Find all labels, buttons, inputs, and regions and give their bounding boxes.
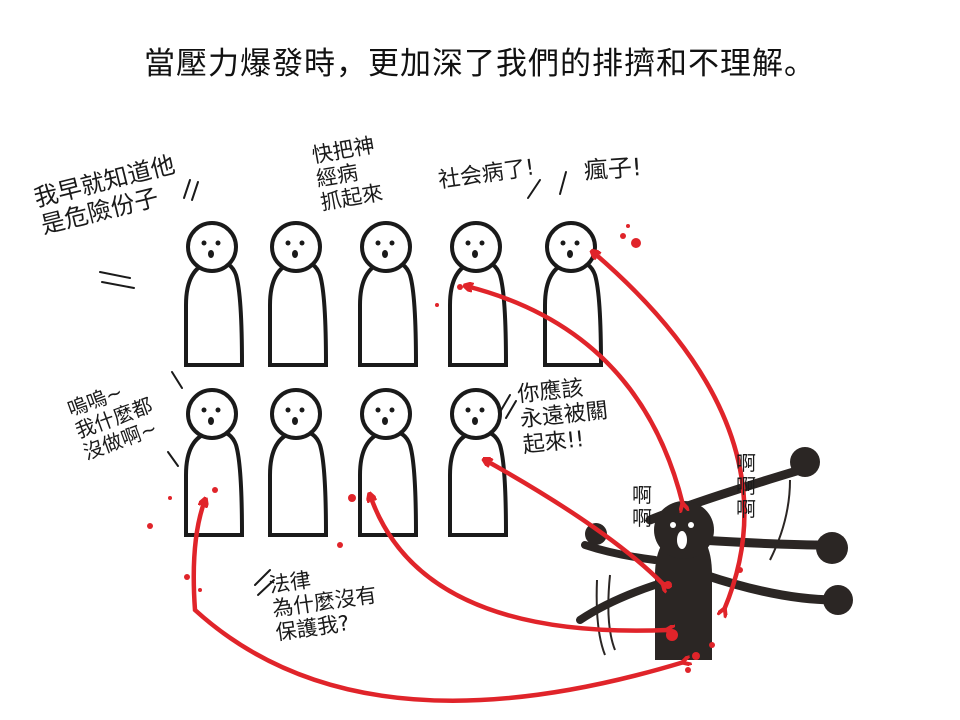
victim-figure — [576, 447, 853, 660]
figure-top-5 — [543, 221, 604, 367]
figure-bottom-1 — [184, 388, 245, 537]
figure-top-2 — [268, 221, 329, 367]
speech-scream-2: 啊 啊 啊 — [736, 451, 756, 521]
red-arrows — [191, 252, 747, 703]
figure-bottom-4 — [448, 388, 509, 537]
speech-strokes — [99, 171, 567, 596]
speech-bottom-law: 法律 為什麼沒有 保護我? — [267, 567, 379, 646]
speech-scream-1: 啊 啊 — [632, 483, 652, 530]
figure-bottom-3 — [358, 388, 419, 537]
speech-top-mid: 快把神 經病 抓起來 — [310, 133, 385, 216]
figure-top-3 — [358, 221, 419, 367]
page-title: 當壓力爆發時，更加深了我們的排擠和不理解。 — [144, 46, 816, 82]
figure-top-1 — [184, 221, 245, 367]
speech-right-lock: 你應該 永遠被關 起來!! — [516, 375, 610, 458]
speech-crazy: 瘋子! — [583, 153, 643, 185]
figure-bottom-2 — [268, 388, 329, 537]
